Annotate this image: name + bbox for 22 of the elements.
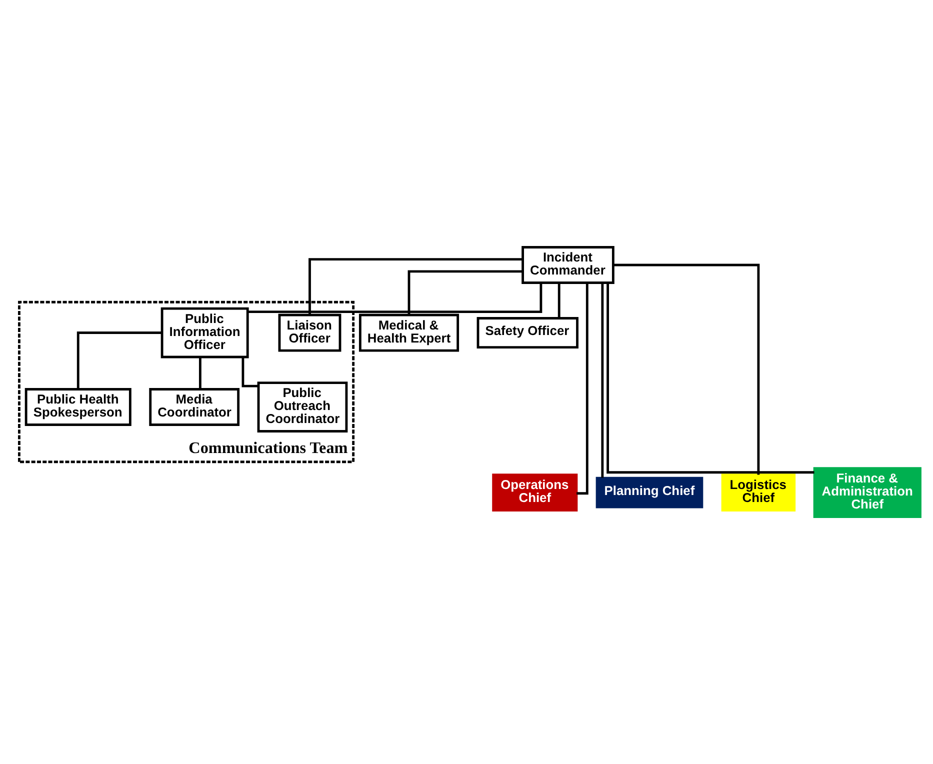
node-box: Logistics Chief: [721, 474, 796, 512]
node-box: Incident Commander: [522, 246, 614, 284]
node-box: Planning Chief: [596, 476, 704, 508]
node-box: Public Health Spokesperson: [24, 388, 132, 426]
node-box: Safety Officer: [476, 317, 578, 348]
node-box: Operations Chief: [492, 474, 578, 512]
connector: [601, 282, 604, 478]
connector: [613, 264, 760, 475]
connector: [198, 357, 202, 390]
node-box: Public Outreach Coordinator: [257, 382, 348, 432]
node-box: Liaison Officer: [278, 314, 342, 352]
connector: [408, 270, 523, 315]
connector: [308, 258, 523, 315]
node-box: Medical & Health Expert: [358, 314, 460, 352]
node-box: Media Coordinator: [149, 388, 240, 426]
node-box: Finance & Administration Chief: [813, 467, 922, 518]
connector: [248, 282, 542, 313]
node-box: Public Information Officer: [160, 307, 249, 358]
connector: [558, 282, 560, 318]
connector: [606, 283, 814, 474]
connector: [76, 332, 162, 390]
connector: [576, 282, 588, 495]
